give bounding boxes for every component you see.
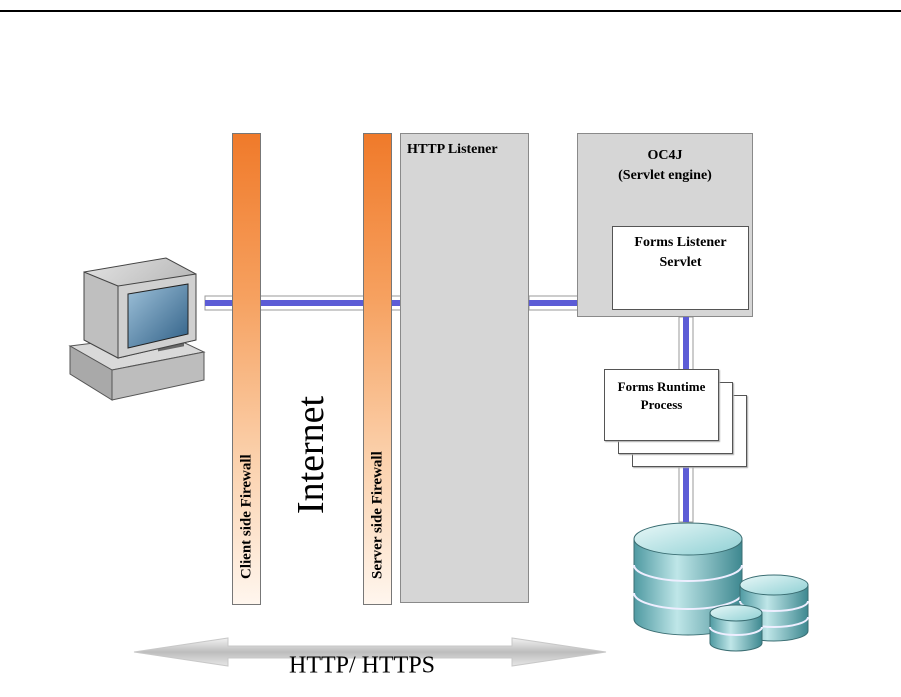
- protocol-label: HTTP/ HTTPS: [288, 652, 436, 679]
- top-divider: [0, 10, 901, 12]
- forms-runtime-process-box: Forms Runtime Process: [604, 369, 719, 441]
- internet-label: Internet: [290, 395, 332, 515]
- oc4j-title: OC4J: [647, 148, 683, 163]
- oc4j-title-block: OC4J (Servlet engine): [578, 146, 752, 186]
- network-link-server: [528, 295, 579, 311]
- client-firewall-label: Client side Firewall: [238, 454, 254, 579]
- double-arrow-icon: [133, 637, 607, 667]
- database-small: [709, 604, 763, 652]
- oc4j-box: OC4J (Servlet engine) Forms Listener Ser…: [577, 133, 753, 317]
- http-listener-box: HTTP Listener: [400, 133, 529, 603]
- forms-runtime-line1: Forms Runtime: [617, 379, 706, 394]
- server-firewall: Server side Firewall: [363, 133, 392, 605]
- oc4j-subtitle: (Servlet engine): [618, 168, 712, 183]
- forms-runtime-line2: Process: [640, 397, 683, 412]
- link-runtime-database: [678, 465, 694, 523]
- forms-listener-servlet-box: Forms Listener Servlet: [612, 226, 749, 310]
- desktop-computer-icon: [68, 257, 206, 401]
- server-firewall-label: Server side Firewall: [369, 451, 385, 579]
- database-cluster-icon: [633, 522, 809, 652]
- client-firewall: Client side Firewall: [232, 133, 261, 605]
- http-listener-label: HTTP Listener: [407, 142, 498, 157]
- forms-listener-line2: Servlet: [659, 255, 702, 270]
- forms-listener-line1: Forms Listener: [634, 235, 727, 250]
